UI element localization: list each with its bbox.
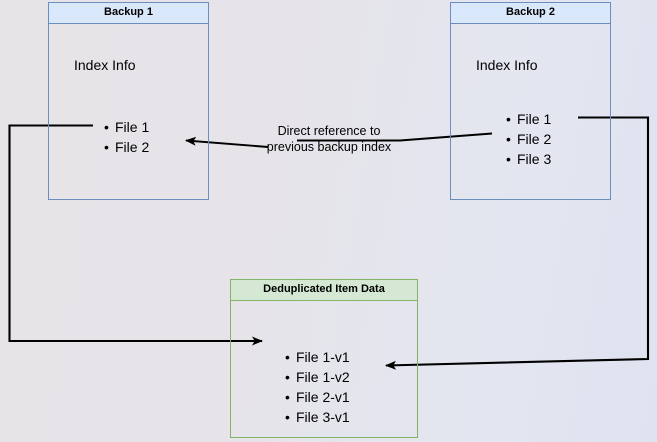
list-item: File 2 <box>506 129 551 149</box>
backup-2-header: Backup 2 <box>451 3 610 24</box>
list-item: File 1-v1 <box>285 347 350 367</box>
deduplicated-item-data-body: File 1-v1 File 1-v2 File 2-v1 File 3-v1 <box>231 301 417 437</box>
backup-2-file-list: File 1 File 2 File 3 <box>503 109 551 169</box>
backup-1-file-list: File 1 File 2 <box>101 117 149 157</box>
backup-1-header: Backup 1 <box>49 3 208 24</box>
list-item: File 2 <box>104 137 149 157</box>
deduplicated-file-list: File 1-v1 File 1-v2 File 2-v1 File 3-v1 <box>282 347 350 427</box>
backup-1-index-info-label: Index Info <box>74 57 136 73</box>
caption-line-2: previous backup index <box>266 140 392 154</box>
backup-2-box[interactable]: Backup 2 Index Info File 1 File 2 File 3 <box>450 2 611 200</box>
backup-1-body: Index Info File 1 File 2 <box>49 24 208 199</box>
list-item: File 3 <box>506 149 551 169</box>
backup-2-index-info-label: Index Info <box>476 57 538 73</box>
list-item: File 1 <box>506 109 551 129</box>
backup-2-body: Index Info File 1 File 2 File 3 <box>451 24 610 199</box>
backup-1-box[interactable]: Backup 1 Index Info File 1 File 2 <box>48 2 209 200</box>
deduplicated-item-data-header: Deduplicated Item Data <box>231 280 417 301</box>
deduplicated-item-data-box[interactable]: Deduplicated Item Data File 1-v1 File 1-… <box>230 279 418 438</box>
direct-reference-caption: Direct reference to previous backup inde… <box>252 123 406 155</box>
list-item: File 3-v1 <box>285 407 350 427</box>
caption-line-1: Direct reference to <box>277 124 381 138</box>
list-item: File 2-v1 <box>285 387 350 407</box>
list-item: File 1 <box>104 117 149 137</box>
list-item: File 1-v2 <box>285 367 350 387</box>
